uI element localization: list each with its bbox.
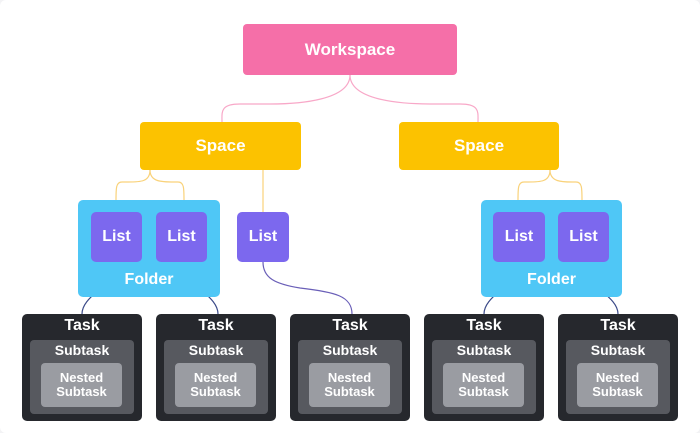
- space-label: Space: [453, 136, 505, 155]
- subtask-label: Subtask: [456, 342, 512, 358]
- nested-label-line-2: Subtask: [190, 384, 241, 399]
- nested-subtask-node-3: Nested Subtask: [309, 363, 390, 407]
- space-label: Space: [195, 136, 246, 155]
- nested-subtask-node-2: Nested Subtask: [175, 363, 256, 407]
- connector-space-folder-2b: [549, 169, 583, 201]
- nested-subtask-node-1: Nested Subtask: [41, 363, 122, 407]
- list-node-2: List: [156, 212, 207, 262]
- nested-subtask-node-4: Nested Subtask: [443, 363, 524, 407]
- subtask-label: Subtask: [322, 342, 378, 358]
- nested-label-line-1: Nested: [59, 370, 104, 385]
- nested-label-line-2: Subtask: [458, 384, 509, 399]
- connector-space-folder-2a: [517, 169, 551, 201]
- workspace-node: Workspace: [243, 24, 457, 75]
- list-node-1: List: [91, 212, 142, 262]
- task-label: Task: [332, 317, 368, 334]
- list-label: List: [569, 228, 598, 245]
- space-node-1: Space: [140, 122, 301, 170]
- list-label: List: [504, 228, 534, 245]
- space-node-2: Space: [399, 122, 559, 170]
- folder-label: Folder: [124, 271, 174, 288]
- nested-label-line-1: Nested: [595, 370, 640, 385]
- task-label: Task: [466, 317, 502, 334]
- task-label: Task: [198, 317, 234, 334]
- connector-space-folder-1a: [115, 169, 151, 201]
- nested-label-line-2: Subtask: [592, 384, 643, 399]
- subtask-label: Subtask: [188, 342, 244, 358]
- list-node-4: List: [493, 212, 545, 262]
- connector-workspace-space-1: [221, 74, 351, 123]
- nested-label-line-1: Nested: [193, 370, 238, 385]
- nested-label-line-1: Nested: [327, 370, 372, 385]
- nested-label-line-2: Subtask: [324, 384, 375, 399]
- nested-label-line-1: Nested: [461, 370, 506, 385]
- nested-subtask-node-5: Nested Subtask: [577, 363, 658, 407]
- connector-list-task-3: [262, 261, 353, 315]
- list-node-5: List: [558, 212, 609, 262]
- subtask-label: Subtask: [590, 342, 646, 358]
- connector-space-folder-1b: [149, 169, 185, 201]
- connector-workspace-space-2: [349, 74, 479, 123]
- nested-label-line-2: Subtask: [56, 384, 107, 399]
- list-node-3: List: [237, 212, 289, 262]
- task-label: Task: [600, 317, 636, 334]
- list-label: List: [102, 228, 131, 245]
- subtask-label: Subtask: [54, 342, 110, 358]
- workspace-label: Workspace: [304, 39, 396, 59]
- task-label: Task: [64, 317, 100, 334]
- list-label: List: [248, 228, 278, 245]
- list-label: List: [167, 228, 196, 245]
- folder-label: Folder: [527, 271, 576, 288]
